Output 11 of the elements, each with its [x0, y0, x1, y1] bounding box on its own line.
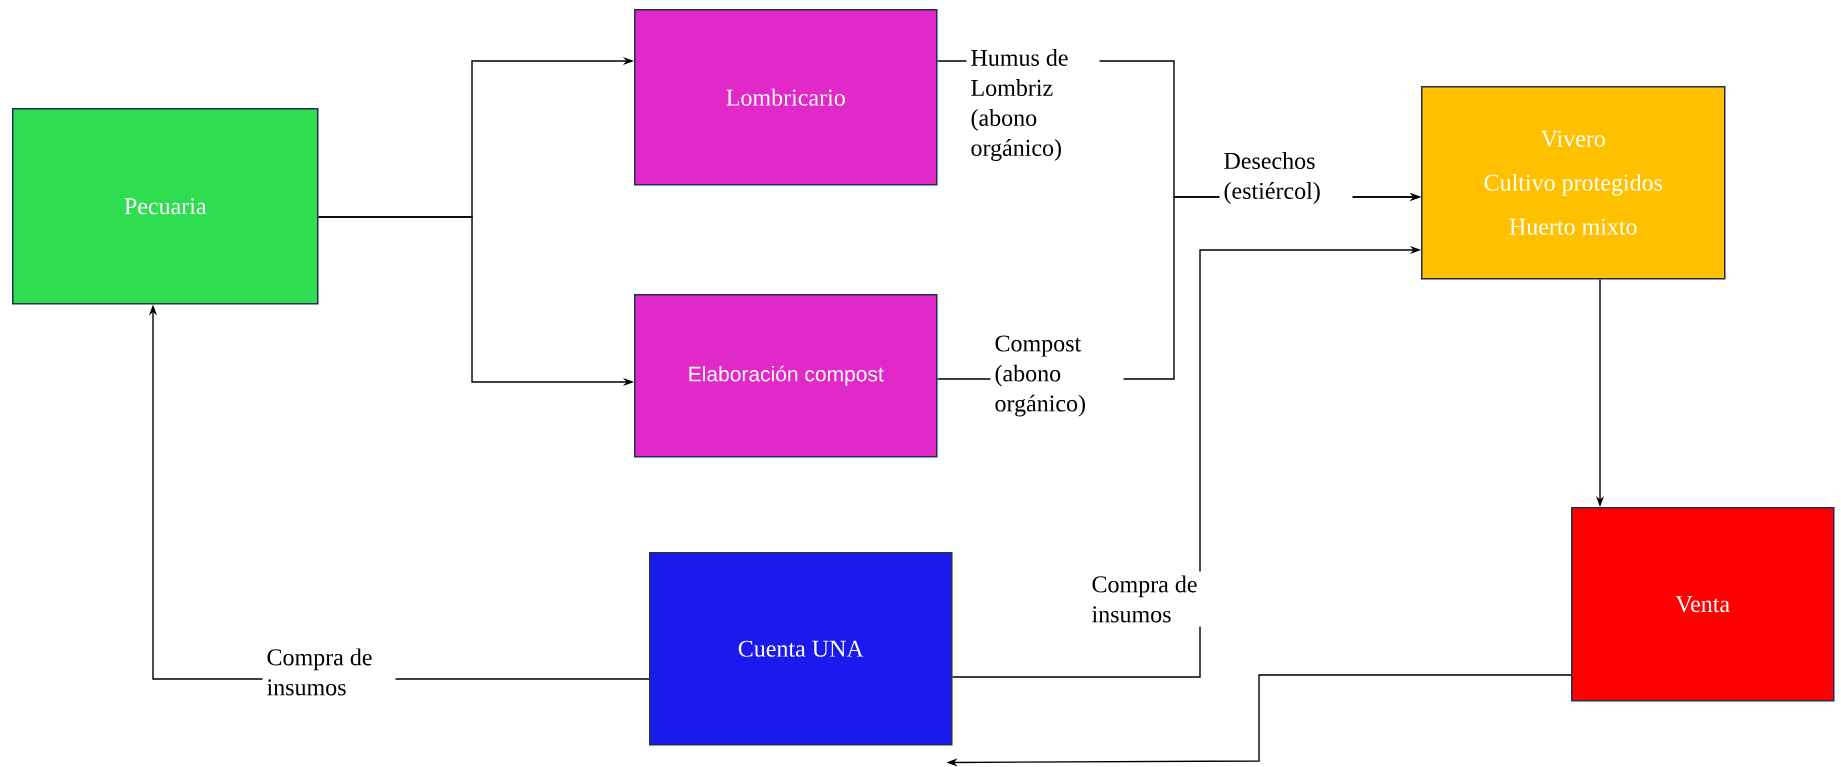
flow-label: Desechos (estiércol) — [1219, 148, 1353, 208]
process-box: Elaboración compost — [634, 294, 938, 458]
process-box: Cuenta UNA — [649, 552, 953, 746]
process-box: Vivero Cultivo protegidos Huerto mixto — [1421, 86, 1726, 280]
process-box: Lombricario — [634, 9, 938, 186]
edge-label: Compra de insumos — [262, 644, 396, 700]
edge-label: Compost (abono orgánico) — [990, 331, 1124, 421]
process-box: Venta — [1571, 507, 1835, 702]
process-box: Pecuaria — [12, 108, 319, 305]
edge-label: Compra de insumos — [1087, 571, 1221, 627]
edge-label: Humus de Lombriz (abono orgánico) — [966, 45, 1100, 165]
